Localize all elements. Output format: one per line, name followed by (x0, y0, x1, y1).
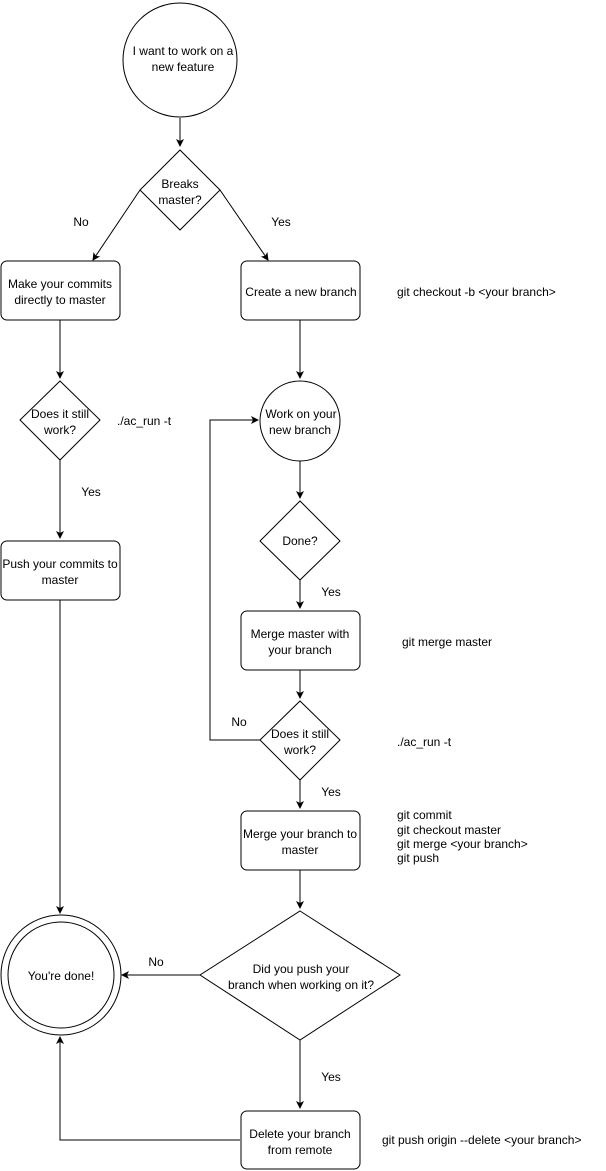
edge-breaks-yes (219, 189, 269, 261)
does-it-work-right-diamond (259, 700, 341, 781)
command-merge-step-checkout: git checkout master (397, 823, 501, 837)
command-checkout-new: git checkout -b <your branch> (397, 285, 556, 299)
command-annotations: git checkout -b <your branch> ./ac_run -… (117, 285, 581, 1147)
command-merge-master: git merge master (402, 635, 492, 649)
merge-branch-label-1: Merge your branch to (243, 827, 357, 841)
create-branch-label: Create a new branch (245, 285, 356, 299)
make-commits-label-1: Make your commits (8, 277, 112, 291)
node-does-it-work-right: Does it still work? (259, 700, 341, 781)
work-on-branch-circle (259, 380, 341, 462)
node-merge-branch: Merge your branch to master (240, 810, 361, 871)
breaks-master-label-1: Breaks (161, 177, 198, 191)
command-merge-step-merge: git merge <your branch> (397, 837, 528, 851)
does-it-work-right-label-1: Does it still (271, 727, 329, 741)
merge-branch-label-2: master (282, 843, 319, 857)
node-does-it-work-left: Does it still work? (19, 380, 101, 461)
pushed-q-label-1: Did you push your (253, 962, 350, 976)
start-circle (122, 2, 238, 118)
does-it-work-right-label-2: work? (283, 743, 316, 757)
breaks-master-label-2: master? (158, 193, 202, 207)
node-pushed-q: Did you push your branch when working on… (199, 910, 401, 1041)
node-create-branch: Create a new branch (240, 260, 361, 321)
work-on-branch-label-2: new branch (269, 423, 331, 437)
edge-label-left-works-yes: Yes (81, 485, 101, 499)
edge-delete-to-done (56, 1036, 240, 1141)
delete-branch-box (240, 1110, 361, 1170)
merge-master-label-1: Merge master with (251, 627, 350, 641)
start-label-1: I want to work on a (133, 44, 234, 58)
does-it-work-left-label-2: work? (43, 423, 76, 437)
breaks-master-diamond (139, 149, 221, 231)
node-delete-branch: Delete your branch from remote (240, 1110, 361, 1170)
edge-label-pushed-no: No (148, 955, 164, 969)
command-merge-step-commit: git commit (397, 808, 452, 822)
start-label-2: new feature (152, 60, 215, 74)
command-delete-remote: git push origin --delete <your branch> (382, 1133, 581, 1147)
node-push-commits: Push your commits to master (0, 540, 121, 601)
command-merge-step-push: git push (397, 851, 439, 865)
node-merge-master: Merge master with your branch (240, 610, 361, 671)
pushed-q-label-2: branch when working on it? (228, 978, 374, 992)
edge-check-no-loop (209, 416, 260, 741)
command-ac-run-right: ./ac_run -t (397, 735, 452, 749)
create-branch-box (240, 260, 361, 321)
does-it-work-left-label-1: Does it still (31, 407, 89, 421)
delete-branch-label-1: Delete your branch (249, 1127, 350, 1141)
node-work-on-branch: Work on your new branch (259, 380, 341, 462)
work-on-branch-label-1: Work on your (265, 407, 336, 421)
edge-label-breaks-no: No (73, 215, 89, 229)
edge-labels: No Yes Yes Yes No Yes No Yes (73, 215, 340, 1084)
youre-done-inner-circle (7, 921, 115, 1029)
edge-label-right-works-no: No (231, 715, 247, 729)
merge-branch-box (240, 810, 361, 871)
edges (56, 118, 304, 1141)
node-make-commits: Make your commits directly to master (0, 260, 121, 321)
pushed-q-diamond (199, 910, 401, 1041)
does-it-work-left-diamond (19, 380, 101, 461)
make-commits-label-2: directly to master (14, 293, 105, 307)
delete-branch-label-2: from remote (268, 1143, 333, 1157)
node-youre-done: You're done! (0, 914, 122, 1036)
merge-master-label-2: your branch (268, 643, 331, 657)
edge-label-pushed-yes: Yes (321, 1070, 341, 1084)
push-commits-box (0, 540, 121, 601)
command-ac-run-left: ./ac_run -t (117, 414, 172, 428)
push-commits-label-2: master (42, 573, 79, 587)
done-q-diamond (259, 500, 341, 581)
push-commits-label-1: Push your commits to (2, 557, 118, 571)
node-start: I want to work on a new feature (122, 2, 238, 118)
merge-master-box (240, 610, 361, 671)
youre-done-label: You're done! (28, 969, 95, 983)
edge-label-done-yes: Yes (321, 585, 341, 599)
done-q-label: Done? (282, 534, 318, 548)
node-breaks-master: Breaks master? (139, 149, 221, 231)
edge-label-right-works-yes: Yes (321, 785, 341, 799)
edge-breaks-no (92, 189, 141, 261)
edge-label-breaks-yes: Yes (271, 215, 291, 229)
make-commits-box (0, 260, 121, 321)
node-done-q: Done? (259, 500, 341, 581)
